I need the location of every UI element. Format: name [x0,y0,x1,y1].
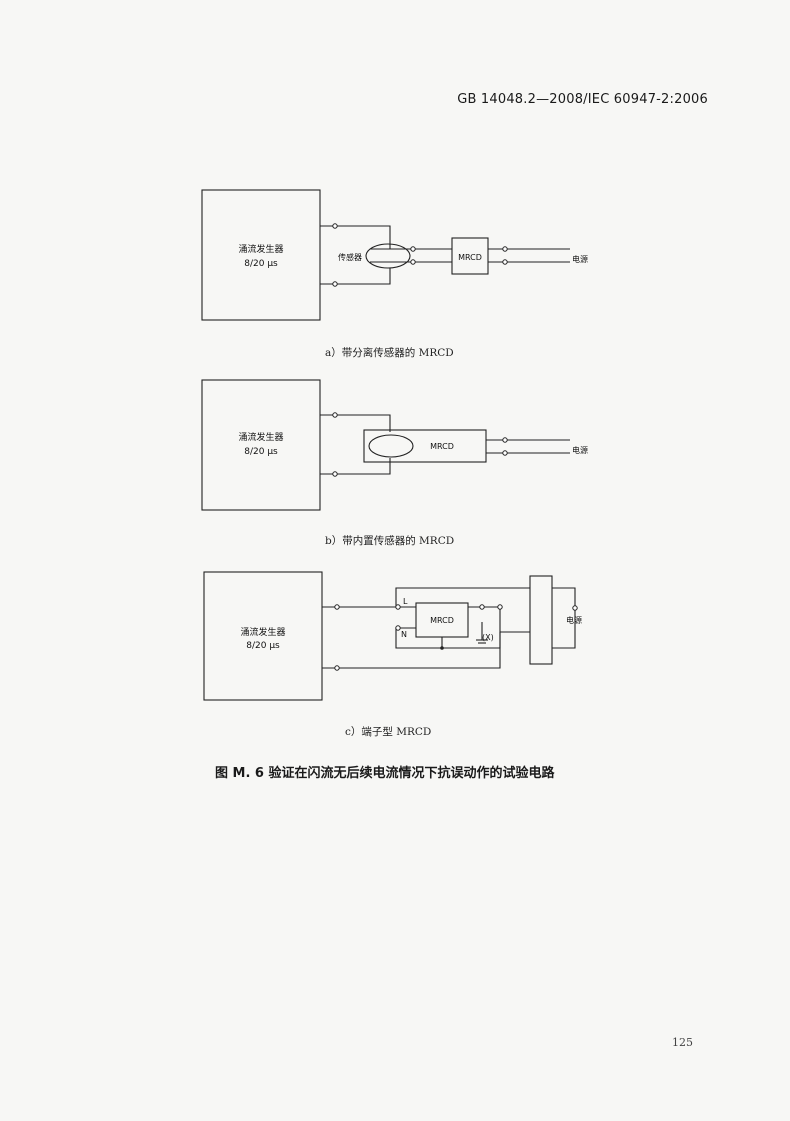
isolation-device [529,575,553,665]
generator-label-b: 涌流发生器 [238,431,283,443]
mrcd-label-a: MRCD [458,253,482,262]
generator-spec-c: 8/20 µs [246,641,280,651]
caption-b: b）带内置传感器的 MRCD [325,535,455,547]
terminal-N: N [401,630,407,639]
caption-c: c）端子型 MRCD [345,726,432,738]
sensor-ring-b [368,434,414,458]
power-label-a: 电源 [572,254,588,264]
generator-label-c: 涌流发生器 [240,626,285,638]
mrcd-label-c: MRCD [430,616,454,625]
page-number: 125 [672,1036,693,1049]
surge-generator-box-b [201,379,321,511]
surge-generator-box-a [201,189,321,321]
surge-generator-box-c [203,571,323,701]
generator-label-a: 涌流发生器 [238,243,283,255]
sensor-ring-a [365,243,411,269]
generator-spec-b: 8/20 µs [244,447,278,457]
power-label-c: 电源 [566,615,582,625]
generator-spec-a: 8/20 µs [244,259,278,269]
sensor-label: 传感器 [338,252,362,262]
mrcd-box-a [451,237,489,275]
terminal-X: (X) [482,633,494,642]
standard-code: GB 14048.2—2008/IEC 60947-2:2006 [457,92,708,107]
mrcd-label-b: MRCD [430,442,454,451]
terminal-L: L [403,597,408,606]
mrcd-box-b [363,429,487,463]
caption-a: a）带分离传感器的 MRCD [325,347,454,359]
power-label-b: 电源 [572,445,588,455]
figure-title: 图 M. 6 验证在闪流无后续电流情况下抗误动作的试验电路 [215,766,555,781]
